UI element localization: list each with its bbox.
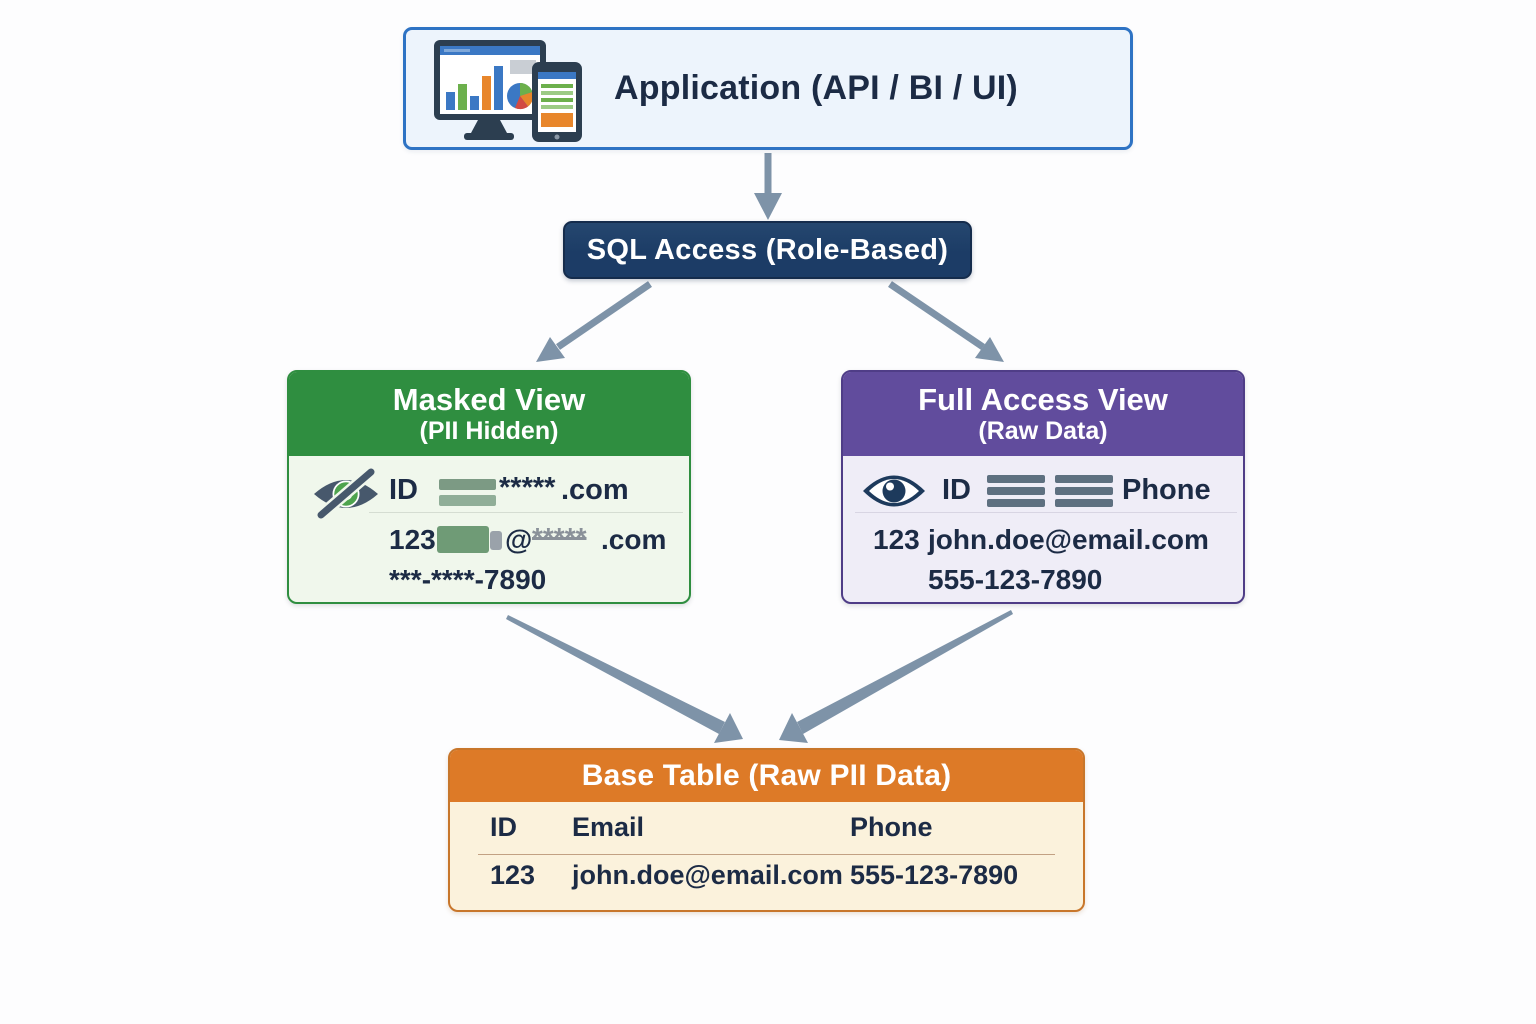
column-header-id: ID	[490, 812, 517, 842]
full-view-subtitle: (Raw Data)	[978, 417, 1108, 446]
full-column-bars-extra	[1055, 475, 1113, 507]
base-table-card: Base Table (Raw PII Data) ID Email Phone…	[448, 748, 1085, 912]
masked-schema-row: ID ***** .com	[289, 466, 689, 520]
column-header-phone: Phone	[850, 812, 933, 842]
application-label: Application (API / BI / UI)	[614, 69, 1018, 107]
eye-slash-icon	[311, 467, 381, 525]
masked-phone-value: ***-****-7890	[389, 564, 547, 595]
arrow-masked-to-base	[506, 615, 743, 743]
masked-schema-stars: *****	[499, 472, 556, 504]
cell-email: john.doe@email.com	[572, 860, 843, 890]
full-view-title: Full Access View	[918, 381, 1168, 417]
base-table-title: Base Table (Raw PII Data)	[581, 759, 952, 792]
masked-column-bars	[439, 479, 496, 506]
masked-phone-row: ***-****-7890	[289, 562, 689, 602]
full-access-view-card: Full Access View (Raw Data) ID	[841, 370, 1245, 604]
masked-view-body: ID ***** .com 123 @ ***** .com ***-****-…	[289, 456, 689, 602]
sql-access-box: SQL Access (Role-Based)	[563, 221, 972, 279]
base-table-header: Base Table (Raw PII Data)	[450, 750, 1083, 802]
masked-domain-suffix: .com	[601, 524, 667, 555]
cell-phone: 555-123-7890	[850, 860, 1019, 890]
full-divider	[855, 512, 1237, 513]
base-table-divider	[478, 854, 1055, 855]
masked-id-value: 123	[389, 524, 436, 555]
full-id-value: 123	[873, 524, 920, 555]
sql-access-label: SQL Access (Role-Based)	[586, 233, 949, 266]
masked-view-subtitle: (PII Hidden)	[419, 417, 559, 446]
masked-data-row: 123 @ ***** .com	[289, 522, 689, 562]
masked-view-header: Masked View (PII Hidden)	[289, 372, 689, 456]
masked-schema-domain: .com	[561, 474, 629, 506]
masked-view-card: Masked View (PII Hidden) ID	[287, 370, 691, 604]
base-table-column-row: ID Email Phone	[450, 812, 1083, 848]
full-column-bars-email	[987, 475, 1045, 507]
masked-domain-stars: *****	[532, 522, 587, 553]
eye-icon	[861, 468, 927, 519]
full-data-row: 123 john.doe@email.com	[843, 522, 1243, 562]
redaction-block	[437, 526, 489, 553]
pie-chart-glyph	[507, 82, 534, 109]
application-box: Application (API / BI / UI)	[403, 27, 1133, 150]
arrow-sql-to-full	[888, 281, 1004, 362]
masked-divider	[369, 512, 683, 513]
masked-view-title: Masked View	[392, 381, 586, 417]
full-view-body: ID Phone 123 john.doe@email.com 555-123-…	[843, 456, 1243, 602]
masked-schema-id-label: ID	[389, 474, 418, 506]
mask-fragment	[490, 531, 502, 550]
column-header-email: Email	[572, 812, 645, 842]
full-phone-value: 555-123-7890	[928, 564, 1103, 595]
devices-dashboard-icon	[434, 39, 582, 142]
masked-at-symbol: @	[505, 524, 533, 555]
full-phone-row: 555-123-7890	[843, 562, 1243, 602]
arrow-app-to-sql	[754, 153, 782, 220]
arrow-full-to-base	[779, 610, 1013, 743]
full-schema-phone-label: Phone	[1122, 474, 1211, 506]
full-view-header: Full Access View (Raw Data)	[843, 372, 1243, 456]
full-schema-row: ID Phone	[843, 466, 1243, 520]
table-row: 123 john.doe@email.com 555-123-7890	[450, 860, 1083, 896]
arrow-sql-to-masked	[536, 281, 652, 362]
base-table-body: ID Email Phone 123 john.doe@email.com 55…	[450, 802, 1083, 910]
full-email-value: john.doe@email.com	[928, 524, 1209, 555]
full-schema-id-label: ID	[942, 474, 971, 506]
cell-id: 123	[490, 860, 536, 890]
